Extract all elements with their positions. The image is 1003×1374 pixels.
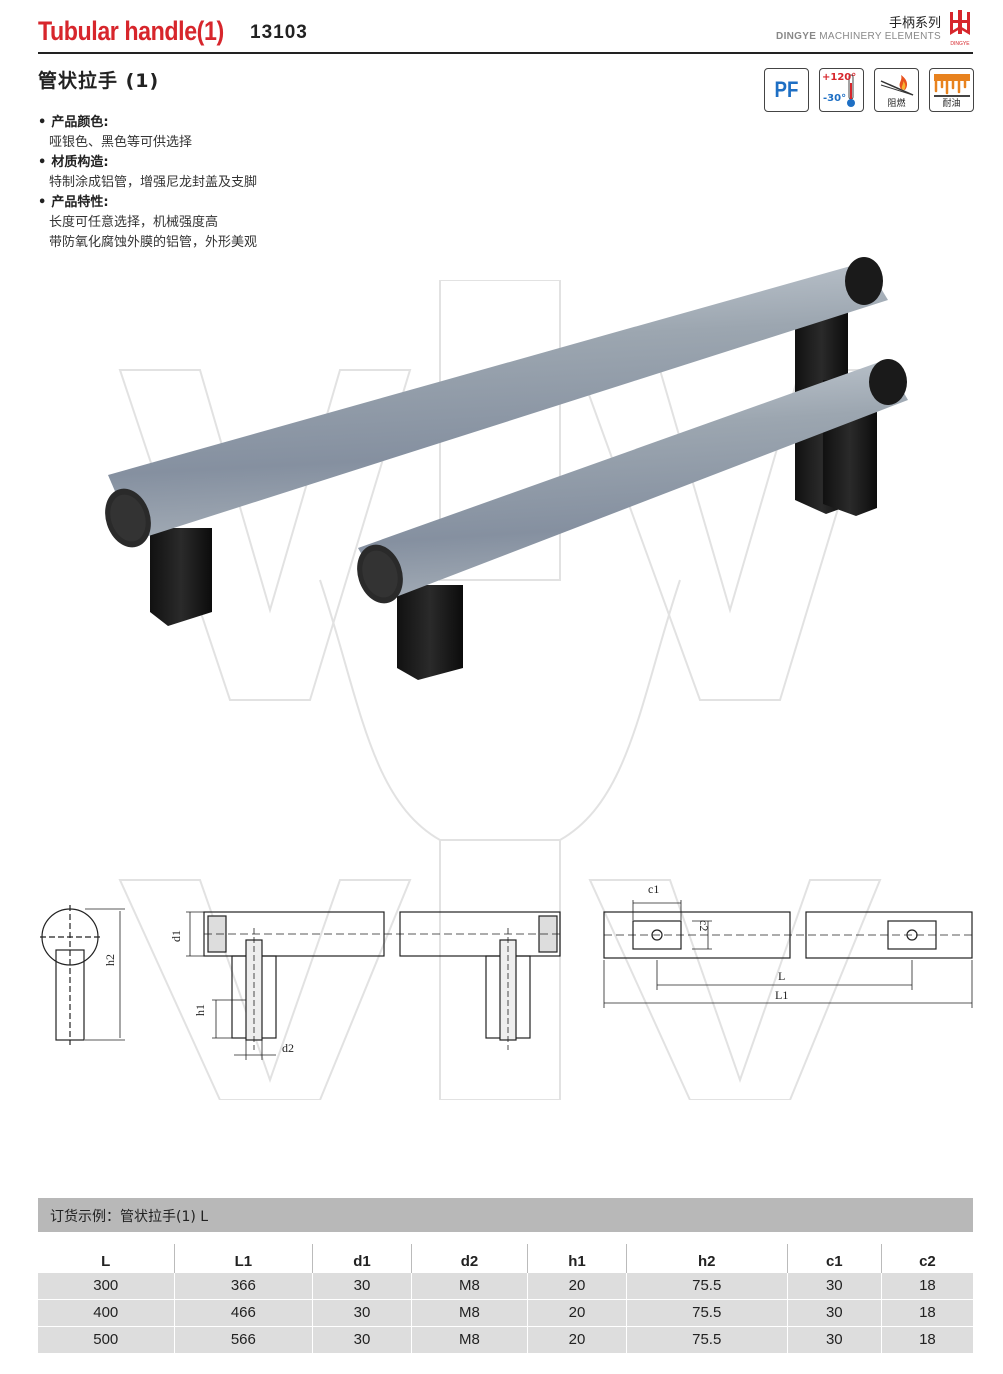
- temp-hot: +120°: [822, 72, 857, 83]
- label-h1: h1: [193, 1004, 207, 1016]
- cell: 30: [786, 1325, 882, 1353]
- cell: 75.5: [625, 1325, 788, 1353]
- cell: 75.5: [625, 1271, 788, 1299]
- cell: 18: [880, 1325, 973, 1353]
- feature-material-line: 特制涂成铝管，增强尼龙封盖及支脚: [49, 175, 258, 190]
- feature-color-line: 哑银色、黑色等可供选择: [49, 135, 193, 150]
- temp-cold: -30°: [823, 93, 847, 104]
- product-title-cn: 管状拉手 (1): [38, 70, 160, 92]
- col-h2: h2: [625, 1244, 788, 1273]
- cell: 18: [880, 1271, 973, 1299]
- brand-rest: MACHINERY ELEMENTS: [816, 31, 941, 42]
- cell: 566: [173, 1325, 313, 1353]
- order-example-bar: 订货示例：管状拉手(1) L: [38, 1198, 973, 1232]
- feature-property-title: 产品特性:: [38, 193, 257, 213]
- label-c2: c2: [697, 920, 711, 931]
- cell: 466: [173, 1298, 313, 1326]
- label-L: L: [778, 969, 785, 983]
- brand-bold: DINGYE: [776, 31, 817, 42]
- svg-text:DINGYE: DINGYE: [950, 41, 970, 47]
- col-c1: c1: [786, 1244, 882, 1273]
- col-d2: d2: [410, 1244, 528, 1273]
- feature-list: 产品颜色: 哑银色、黑色等可供选择 材质构造: 特制涂成铝管，增强尼龙封盖及支脚…: [38, 113, 257, 253]
- cell: 30: [312, 1325, 412, 1353]
- oil-resistant-icon: [934, 74, 970, 97]
- spec-header-row: L L1 d1 d2 h1 h2 c1 c2: [38, 1244, 973, 1273]
- pf-badge: PF: [764, 68, 809, 112]
- oil-badge: 耐油: [929, 68, 974, 112]
- feature-property-line-1: 长度可任意选择，机械强度高: [49, 215, 219, 230]
- cell: 30: [786, 1298, 882, 1326]
- cell: 366: [173, 1271, 313, 1299]
- temperature-icon: [847, 74, 855, 107]
- cell: 300: [38, 1271, 174, 1299]
- pf-icon: PF: [774, 77, 799, 102]
- table-row: 400 466 30 M8 20 75.5 30 18: [38, 1298, 973, 1326]
- series-label: 手柄系列: [888, 16, 941, 31]
- product-code: 13103: [250, 22, 308, 43]
- label-h2: h2: [103, 954, 117, 966]
- cell: M8: [410, 1325, 528, 1353]
- watermark-logo: [118, 280, 882, 1100]
- col-L1: L1: [173, 1244, 313, 1273]
- dingye-logo-icon: DINGYE: [950, 10, 970, 47]
- spec-table: L L1 d1 d2 h1 h2 c1 c2 300 366 30 M8 20 …: [38, 1244, 973, 1353]
- temperature-badge: +120° -30°: [819, 68, 864, 112]
- label-d2: d2: [282, 1041, 294, 1055]
- cell: 30: [312, 1298, 412, 1326]
- feature-property-line-2: 带防氧化腐蚀外膜的铝管，外形美观: [49, 235, 258, 250]
- table-row: 500 566 30 M8 20 75.5 30 18: [38, 1325, 973, 1353]
- cell: 18: [880, 1298, 973, 1326]
- cell: M8: [410, 1271, 528, 1299]
- brand-text: DINGYE MACHINERY ELEMENTS: [776, 31, 941, 42]
- cell: 30: [786, 1271, 882, 1299]
- product-photo: [105, 257, 908, 680]
- feature-color-title: 产品颜色:: [38, 113, 257, 133]
- col-L: L: [38, 1244, 174, 1273]
- cell: M8: [410, 1298, 528, 1326]
- col-h1: h1: [527, 1244, 627, 1273]
- page-header: Tubular handle(1) 13103 手柄系列 DINGYE MACH…: [38, 10, 973, 54]
- oil-caption: 耐油: [942, 99, 961, 109]
- table-row: 300 366 30 M8 20 75.5 30 18: [38, 1271, 973, 1299]
- col-d1: d1: [312, 1244, 412, 1273]
- label-d1: d1: [169, 930, 183, 942]
- cell: 500: [38, 1325, 174, 1353]
- technical-drawing: h2 d1 h1 d2 c1 c2 L L1: [40, 882, 973, 1060]
- cell: 20: [527, 1271, 627, 1299]
- cell: 30: [312, 1271, 412, 1299]
- cell: 20: [527, 1325, 627, 1353]
- order-example-text: 订货示例：管状拉手(1) L: [50, 1209, 209, 1225]
- property-badges: PF +120° -30° 阻燃 耐油: [764, 68, 974, 114]
- product-title-en: Tubular handle(1): [38, 16, 224, 46]
- cell: 75.5: [625, 1298, 788, 1326]
- label-c1: c1: [648, 882, 659, 896]
- cell: 400: [38, 1298, 174, 1326]
- flame-badge: 阻燃: [874, 68, 919, 112]
- label-L1: L1: [775, 988, 788, 1002]
- cell: 20: [527, 1298, 627, 1326]
- col-c2: c2: [880, 1244, 973, 1273]
- feature-material-title: 材质构造:: [38, 153, 257, 173]
- flame-caption: 阻燃: [887, 99, 906, 109]
- flame-retardant-icon: [880, 75, 914, 96]
